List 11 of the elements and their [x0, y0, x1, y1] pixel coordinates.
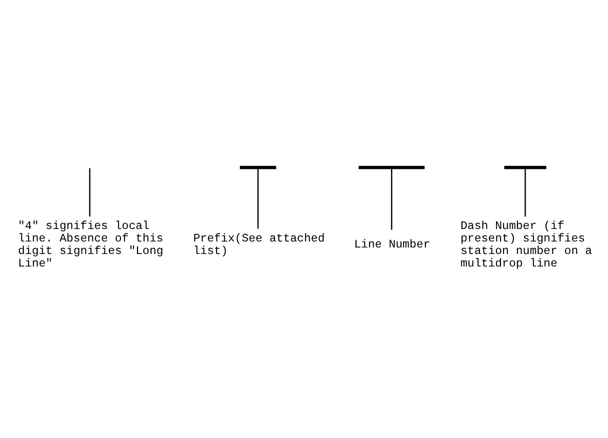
connector: [89, 168, 90, 216]
node-brace: [240, 165, 276, 169]
connector: [391, 168, 392, 230]
node-brace: [358, 165, 425, 169]
connector: [257, 168, 259, 228]
connector: [524, 168, 526, 216]
node-text: "4" signifies local line. Absence of this digit signifies "Long Line": [18, 220, 164, 270]
node-text: Dash Number (if present) signifies station number on a multidrop line: [460, 220, 592, 270]
node-text: Prefix(See attached list): [193, 232, 325, 258]
node-brace: [504, 165, 546, 169]
node-text: Line Number: [354, 238, 430, 252]
